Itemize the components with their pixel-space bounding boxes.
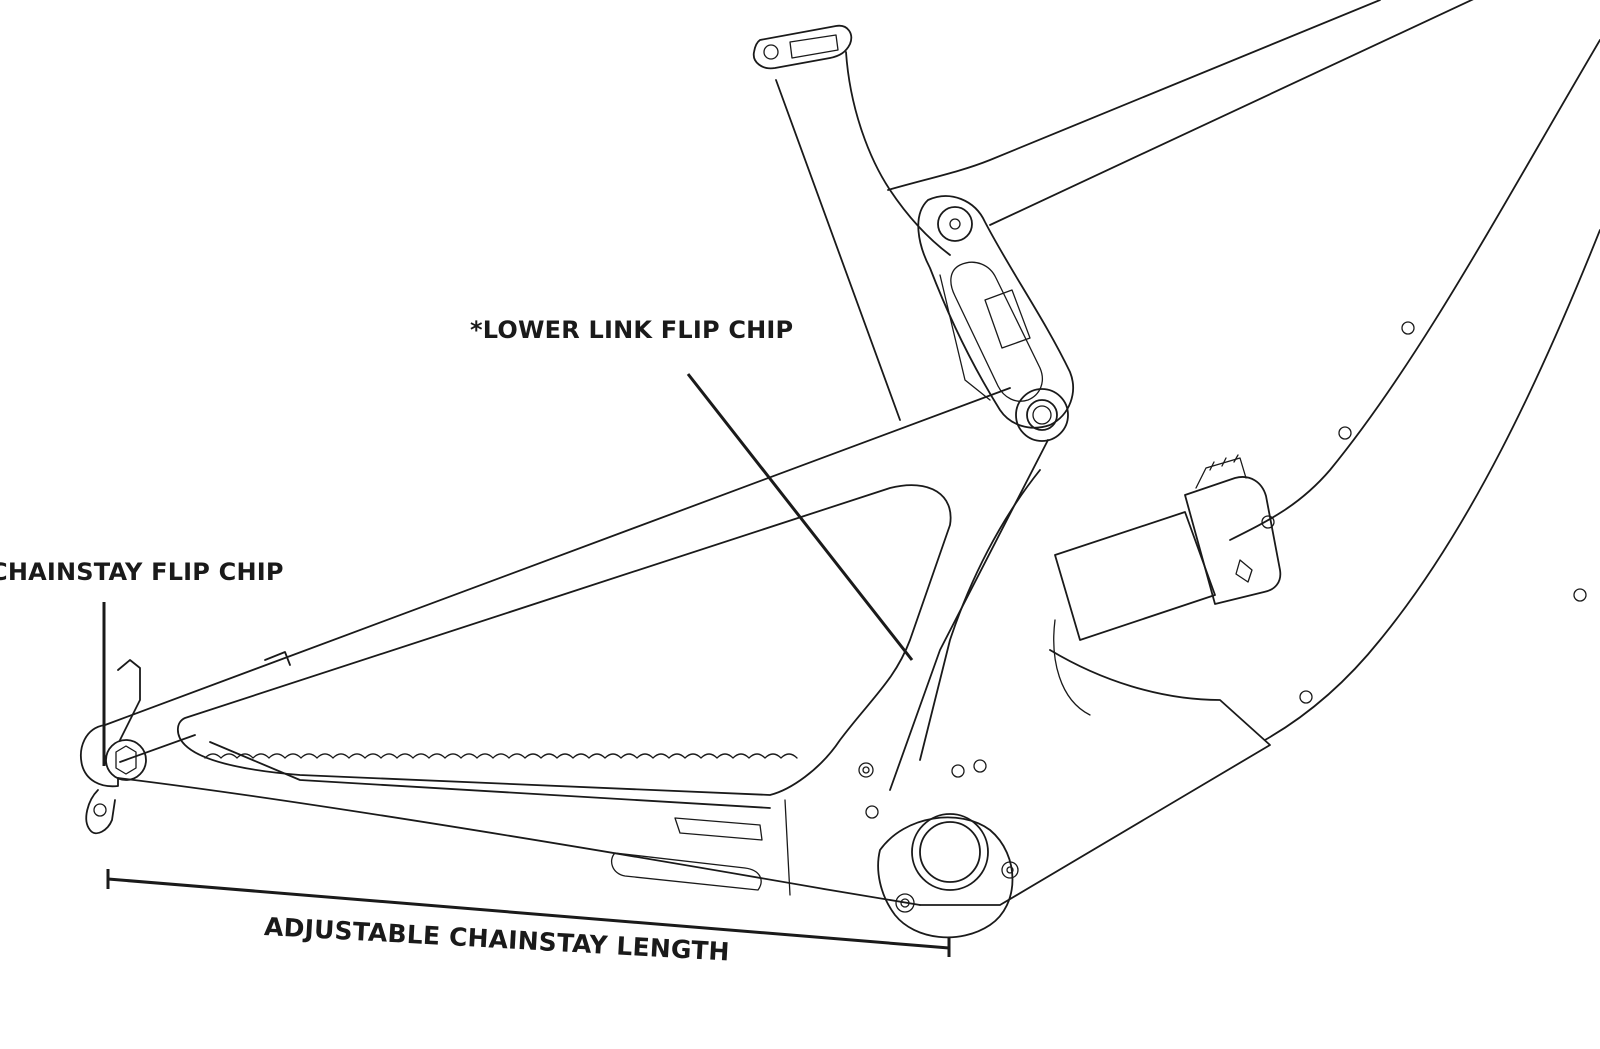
main-pivot	[1015, 388, 1069, 442]
top-tube	[887, 0, 1474, 226]
chainstay-flip-chip-label: CHAINSTAY FLIP CHIP	[0, 558, 284, 586]
rear-triangle	[104, 387, 1049, 906]
lower-link-flip-chip-label: *LOWER LINK FLIP CHIP	[470, 316, 794, 344]
rear-shock	[1053, 454, 1282, 716]
lower-link-pointer-line	[686, 373, 914, 661]
upper-link	[917, 195, 1074, 429]
bottom-bracket	[877, 649, 1271, 939]
seat-tube	[752, 24, 951, 421]
down-tube	[1229, 39, 1600, 741]
chainstay-length-dimension	[106, 869, 951, 957]
rear-dropout	[80, 651, 291, 835]
